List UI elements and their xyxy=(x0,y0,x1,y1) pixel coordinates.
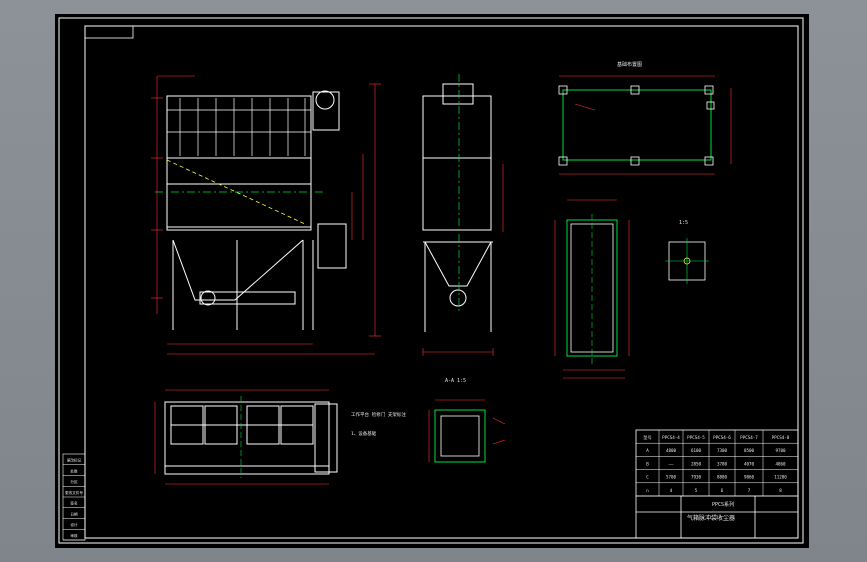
note-bottom: 1、设备基础 xyxy=(351,430,377,437)
side-elevation xyxy=(422,74,504,356)
title-block-cell: n xyxy=(646,488,649,493)
title-block-cell: 8 xyxy=(779,488,782,493)
drawing-sheet: 更改标记处数分区更改文件号签名日期设计审核 xyxy=(55,14,809,548)
section-view: A-A 1:5 xyxy=(428,378,506,463)
front-elevation xyxy=(151,75,381,355)
title-block-cell: 11280 xyxy=(774,475,787,480)
title-block-header-cell: 型号 xyxy=(643,434,651,441)
title-block-cell: 3780 xyxy=(717,461,728,466)
title-block-cell: 8880 xyxy=(717,475,728,480)
note-main: 工作平台 检修门 支架标注 xyxy=(351,411,406,418)
title-block-cell: 5780 xyxy=(666,475,677,480)
title-block-header-cell: PPCS4-4 xyxy=(662,435,680,440)
title-block-cell: 7930 xyxy=(691,475,702,480)
revision-label: 处数 xyxy=(70,468,78,473)
title-block-cell: 7 xyxy=(748,488,751,493)
title-block-cell: 6100 xyxy=(691,448,702,453)
foundation-plan: 基础布置图 xyxy=(558,61,732,175)
product-code: PPCS系列 xyxy=(712,501,734,508)
section-title: A-A 1:5 xyxy=(445,378,466,384)
title-block-header-cell: PPCS4-6 xyxy=(713,435,731,440)
revision-label: 签名 xyxy=(70,501,78,506)
title-block-cell: 5 xyxy=(695,488,698,493)
corner-code-box xyxy=(84,25,134,39)
title-block-cell: 8500 xyxy=(744,448,755,453)
title-block-cell: 4070 xyxy=(744,461,755,466)
revision-label: 分区 xyxy=(70,479,78,484)
hopper-plan xyxy=(554,199,630,379)
title-block-cell: 4 xyxy=(670,488,673,493)
title-block-cell: —— xyxy=(668,461,674,466)
title-block-cell: 2850 xyxy=(691,461,702,466)
revision-label: 设计 xyxy=(70,522,78,527)
outer-frame xyxy=(58,17,804,544)
title-block-header-cell: PPCS4-8 xyxy=(772,435,790,440)
title-block-header-cell: PPCS4-5 xyxy=(687,435,705,440)
title-block-header-cell: PPCS4-7 xyxy=(740,435,758,440)
title-block-cell: 9700 xyxy=(775,448,786,453)
plan-title: 基础布置图 xyxy=(617,61,642,68)
title-block-cell: C xyxy=(646,475,649,480)
title-block-cell: 7300 xyxy=(717,448,728,453)
detail-title: 1:5 xyxy=(679,220,688,226)
bottom-front-view: 工作平台 检修门 支架标注 1、设备基础 xyxy=(154,389,406,485)
product-name: 气箱脉冲袋收尘器 xyxy=(687,514,735,522)
title-block-cell: 6 xyxy=(721,488,724,493)
title-block-cell: 9860 xyxy=(744,475,755,480)
title-block-cell: A xyxy=(646,448,649,453)
title-block-cell: 4860 xyxy=(775,461,786,466)
inner-frame xyxy=(84,25,799,539)
revision-label: 审核 xyxy=(70,533,78,538)
title-block-cell: B xyxy=(646,461,649,466)
title-block-cell: 4800 xyxy=(666,448,677,453)
revision-label: 更改文件号 xyxy=(65,490,83,495)
revision-label: 更改标记 xyxy=(67,458,82,463)
revision-label: 日期 xyxy=(70,511,78,516)
anchor-detail: 1:5 xyxy=(665,220,709,284)
